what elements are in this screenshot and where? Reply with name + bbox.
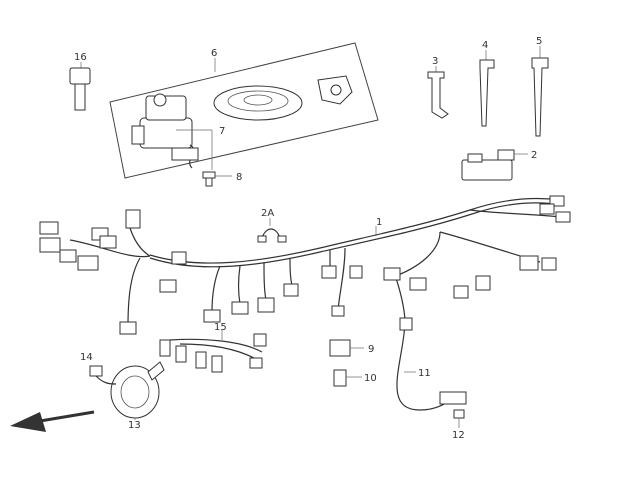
screw-12: [453, 409, 465, 428]
callout-11: 11: [418, 368, 431, 379]
relay-unit: [461, 153, 513, 181]
direction-arrow: [10, 410, 95, 432]
callout-labels: 1 2 2A 3 4 5 6 7 8 9 10 11 12 13 14 15 1…: [74, 36, 542, 441]
arrow-left-down-icon: [10, 412, 46, 432]
callout-8: 8: [236, 172, 242, 183]
callout-5: 5: [536, 36, 542, 47]
callout-16: 16: [74, 52, 87, 63]
switch-9: [329, 305, 364, 357]
relay-bracket-2: [497, 149, 528, 161]
cable-tie-5: [531, 46, 549, 137]
bolt: [202, 171, 232, 187]
clamp-3: [427, 66, 449, 119]
sub-harness-15: [159, 330, 267, 373]
callout-1: 1: [376, 217, 382, 228]
callout-7: 7: [219, 126, 225, 137]
horn-terminal-14: [89, 365, 117, 385]
callout-15: 15: [214, 322, 227, 333]
callout-2a: 2A: [261, 208, 274, 219]
horn: [110, 361, 165, 420]
callout-13: 13: [128, 420, 141, 431]
callout-9: 9: [368, 344, 374, 355]
callout-10: 10: [364, 373, 377, 384]
fuel-tank-cap: [213, 85, 303, 121]
lock-set-outline: [109, 42, 379, 179]
callout-2: 2: [531, 150, 537, 161]
callout-4: 4: [482, 40, 488, 51]
ignition-lock-set-group: [109, 42, 379, 179]
cable-tie-4: [479, 50, 495, 127]
ignition-switch: [131, 93, 199, 169]
sub-harness-2a: [257, 218, 287, 243]
seat-lock: [317, 75, 353, 105]
callout-3: 3: [432, 56, 438, 67]
callout-6: 6: [211, 48, 217, 59]
ignition-key: [69, 62, 91, 111]
callout-12: 12: [452, 430, 465, 441]
sensor-10: [333, 369, 362, 387]
left-connector-cluster: [39, 209, 151, 271]
main-wiring-harness: [69, 195, 571, 335]
callout-14: 14: [80, 352, 93, 363]
lead-cable-11: [396, 317, 467, 411]
